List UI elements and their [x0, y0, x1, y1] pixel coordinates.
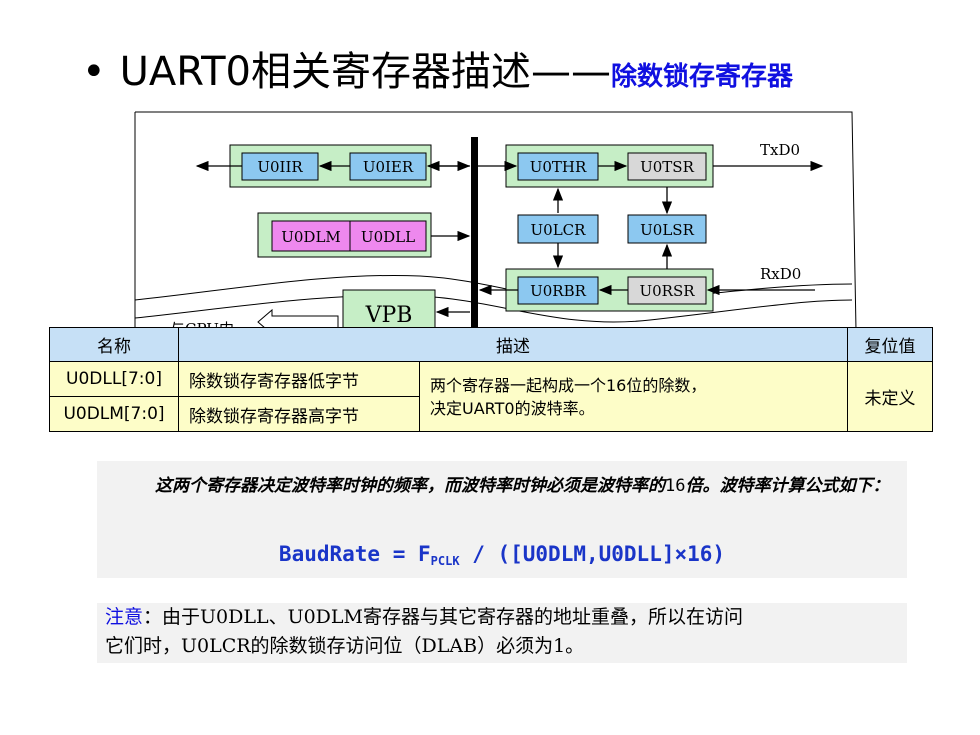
- u0ier-label: U0IER: [363, 158, 414, 176]
- formula-text-main: 这两个寄存器决定波特率时钟的频率，而波特率时钟必须是波特率的: [155, 476, 665, 496]
- formula-text-num: 16: [665, 476, 686, 496]
- note-line2: 它们时，U0LCR的除数锁存访问位（DLAB）必须为1。: [105, 635, 585, 657]
- title-main: UART0相关寄存器描述——: [119, 49, 611, 95]
- u0iir-box: [241, 152, 319, 181]
- reset-value: 未定义: [847, 361, 933, 432]
- u0iir-label: U0IIR: [257, 158, 303, 176]
- vpb-box: [342, 289, 436, 331]
- table-row: U0DLL[7:0] 除数锁存寄存器低字节 两个寄存器一起构成一个16位的除数，…: [49, 361, 933, 432]
- table-header-row: 名称 描述 复位值: [49, 327, 933, 362]
- note-text1: ：由于U0DLL、U0DLM寄存器与其它寄存器的地址重叠，所以在访问: [143, 606, 743, 628]
- u0dlm-label: U0DLM: [281, 228, 341, 246]
- u0rbr-label: U0RBR: [530, 282, 587, 300]
- internal-bus: [471, 137, 478, 337]
- formula-right: / ([U0DLM,U0DLL]×16): [459, 542, 726, 566]
- formula-left: BaudRate = F: [278, 542, 431, 566]
- shared-desc-line1: 两个寄存器一起构成一个16位的除数，: [430, 375, 707, 395]
- register-name: U0DLL[7:0]: [49, 361, 179, 397]
- cut-line: [134, 274, 853, 304]
- header-name: 名称: [49, 327, 179, 362]
- u0lcr-label: U0LCR: [531, 221, 587, 239]
- page-title: • UART0相关寄存器描述——除数锁存寄存器: [82, 44, 793, 105]
- formula-text-end: 倍。波特率计算公式如下：: [685, 476, 890, 496]
- vpb-label: VPB: [365, 303, 413, 328]
- note-label: 注意: [105, 606, 144, 628]
- u0dlm-box: [271, 220, 351, 252]
- u0lcr-box: [517, 214, 599, 244]
- u0thr-box: [517, 152, 599, 181]
- register-name: U0DLM[7:0]: [49, 396, 179, 432]
- header-description: 描述: [178, 327, 848, 362]
- u0dll-box: [349, 220, 427, 252]
- txd0-label: TxD0: [760, 141, 800, 159]
- formula-box: 这两个寄存器决定波特率时钟的频率，而波特率时钟必须是波特率的16倍。波特率计算公…: [97, 461, 907, 578]
- register-table: 名称 描述 复位值 U0DLL[7:0] 除数锁存寄存器低字节 两个寄存器一起构…: [49, 327, 933, 432]
- title-bullet: •: [82, 49, 106, 95]
- note-box: 注意：由于U0DLL、U0DLM寄存器与其它寄存器的地址重叠，所以在访问 它们时…: [97, 603, 907, 663]
- title-subtitle: 除数锁存寄存器: [611, 62, 794, 92]
- diagram-frame: [134, 111, 857, 331]
- u0dll-label: U0DLL: [361, 228, 415, 246]
- u0rsr-box: [627, 276, 707, 305]
- header-reset: 复位值: [847, 327, 933, 362]
- cut-line: [134, 294, 853, 323]
- shared-desc-line2: 决定UART0的波特率。: [430, 398, 595, 418]
- register-desc: 除数锁存寄存器低字节: [178, 361, 420, 397]
- rxd0-label: RxD0: [760, 265, 801, 283]
- register-desc: 除数锁存寄存器高字节: [178, 396, 420, 432]
- u0tsr-box: [627, 152, 707, 181]
- u0lsr-box: [627, 214, 707, 244]
- u0lsr-label: U0LSR: [640, 221, 694, 239]
- table-row: U0DLM[7:0] 除数锁存寄存器高字节: [49, 396, 933, 432]
- uart-block-diagram: U0IIR U0IER U0DLM U0DLL U0THR U0TSR TxD0…: [134, 111, 857, 338]
- baudrate-formula: BaudRate = FPCLK / ([U0DLM,U0DLL]×16): [97, 542, 907, 568]
- shared-description: 两个寄存器一起构成一个16位的除数， 决定UART0的波特率。: [419, 361, 848, 432]
- formula-sub: PCLK: [430, 554, 460, 568]
- formula-explanation: 这两个寄存器决定波特率时钟的频率，而波特率时钟必须是波特率的16倍。波特率计算公…: [121, 471, 901, 501]
- u0tsr-label: U0TSR: [640, 158, 694, 176]
- u0thr-label: U0THR: [530, 158, 587, 176]
- u0rsr-label: U0RSR: [639, 282, 695, 300]
- note-line1: 注意：由于U0DLL、U0DLM寄存器与其它寄存器的地址重叠，所以在访问: [105, 603, 907, 632]
